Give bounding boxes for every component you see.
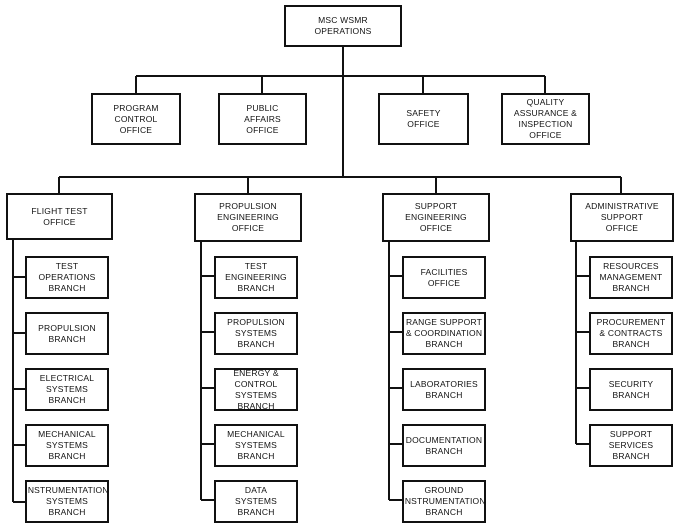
safety-office-box: SAFETY OFFICE (378, 93, 469, 145)
documentation-branch-box: DOCUMENTATION BRANCH (402, 424, 486, 467)
box-label: INSTRUMENTATION SYSTEMS BRANCH (25, 485, 109, 517)
box-label: SUPPORT ENGINEERING OFFICE (405, 201, 467, 233)
box-label: FACILITIES OFFICE (420, 266, 468, 288)
box-label: PROPULSION SYSTEMS BRANCH (227, 317, 285, 349)
box-label: QUALITY ASSURANCE & INSPECTION OFFICE (513, 97, 578, 140)
box-label: PUBLIC AFFAIRS OFFICE (244, 102, 281, 135)
box-label: RANGE SUPPORT & COORDINATION BRANCH (405, 317, 483, 349)
security-branch-box: SECURITY BRANCH (589, 368, 673, 411)
box-label: RESOURCES MANAGEMENT BRANCH (599, 261, 663, 293)
box-label: SAFETY OFFICE (406, 108, 441, 129)
box-label: DATA SYSTEMS BRANCH (234, 485, 278, 517)
support-services-branch-box: SUPPORT SERVICES BRANCH (589, 424, 673, 467)
box-label: FLIGHT TEST OFFICE (31, 205, 88, 227)
support-engineering-office-box: SUPPORT ENGINEERING OFFICE (382, 193, 490, 242)
msc-wsmr-operations-box: MSC WSMR OPERATIONS (284, 5, 402, 47)
box-label: PROGRAM CONTROL OFFICE (113, 102, 159, 135)
test-engineering-branch-box: TEST ENGINEERING BRANCH (214, 256, 298, 299)
box-label: MSC WSMR OPERATIONS (314, 15, 372, 36)
data-systems-branch-box: DATA SYSTEMS BRANCH (214, 480, 298, 523)
resources-management-branch-box: RESOURCES MANAGEMENT BRANCH (589, 256, 673, 299)
box-label: SECURITY BRANCH (608, 378, 654, 400)
mechanical-systems-branch-2-box: MECHANICAL SYSTEMS BRANCH (214, 424, 298, 467)
box-label: DOCUMENTATION BRANCH (405, 434, 483, 456)
propulsion-branch-box: PROPULSION BRANCH (25, 312, 109, 355)
propulsion-engineering-office-box: PROPULSION ENGINEERING OFFICE (194, 193, 302, 242)
ground-instrumentation-branch-box: GROUND INSTRUMENTATION BRANCH (402, 480, 486, 523)
test-operations-branch-box: TEST OPERATIONS BRANCH (25, 256, 109, 299)
box-label: ENERGY & CONTROL SYSTEMS BRANCH (233, 367, 279, 411)
box-label: ADMINISTRATIVE SUPPORT OFFICE (585, 201, 659, 233)
box-label: SUPPORT SERVICES BRANCH (608, 429, 654, 461)
box-label: GROUND INSTRUMENTATION BRANCH (402, 485, 486, 517)
box-label: TEST OPERATIONS BRANCH (38, 261, 96, 293)
energy-control-systems-branch-box: ENERGY & CONTROL SYSTEMS BRANCH (214, 368, 298, 411)
box-label: ELECTRICAL SYSTEMS BRANCH (39, 373, 95, 405)
program-control-office-box: PROGRAM CONTROL OFFICE (91, 93, 181, 145)
electrical-systems-branch-box: ELECTRICAL SYSTEMS BRANCH (25, 368, 109, 411)
box-label: PROCUREMENT & CONTRACTS BRANCH (596, 317, 666, 349)
box-label: MECHANICAL SYSTEMS BRANCH (38, 429, 96, 461)
propulsion-systems-branch-box: PROPULSION SYSTEMS BRANCH (214, 312, 298, 355)
public-affairs-office-box: PUBLIC AFFAIRS OFFICE (218, 93, 307, 145)
range-support-branch-box: RANGE SUPPORT & COORDINATION BRANCH (402, 312, 486, 355)
instrumentation-systems-branch-box: INSTRUMENTATION SYSTEMS BRANCH (25, 480, 109, 523)
box-label: PROPULSION ENGINEERING OFFICE (217, 201, 279, 233)
box-label: TEST ENGINEERING BRANCH (225, 261, 287, 293)
laboratories-branch-box: LABORATORIES BRANCH (402, 368, 486, 411)
box-label: MECHANICAL SYSTEMS BRANCH (227, 429, 285, 461)
box-label: LABORATORIES BRANCH (410, 378, 478, 400)
mechanical-systems-branch-box: MECHANICAL SYSTEMS BRANCH (25, 424, 109, 467)
facilities-office-box: FACILITIES OFFICE (402, 256, 486, 299)
quality-assurance-office-box: QUALITY ASSURANCE & INSPECTION OFFICE (501, 93, 590, 145)
box-label: PROPULSION BRANCH (38, 322, 96, 344)
procurement-contracts-branch-box: PROCUREMENT & CONTRACTS BRANCH (589, 312, 673, 355)
flight-test-office-box: FLIGHT TEST OFFICE (6, 193, 113, 240)
administrative-support-office-box: ADMINISTRATIVE SUPPORT OFFICE (570, 193, 674, 242)
